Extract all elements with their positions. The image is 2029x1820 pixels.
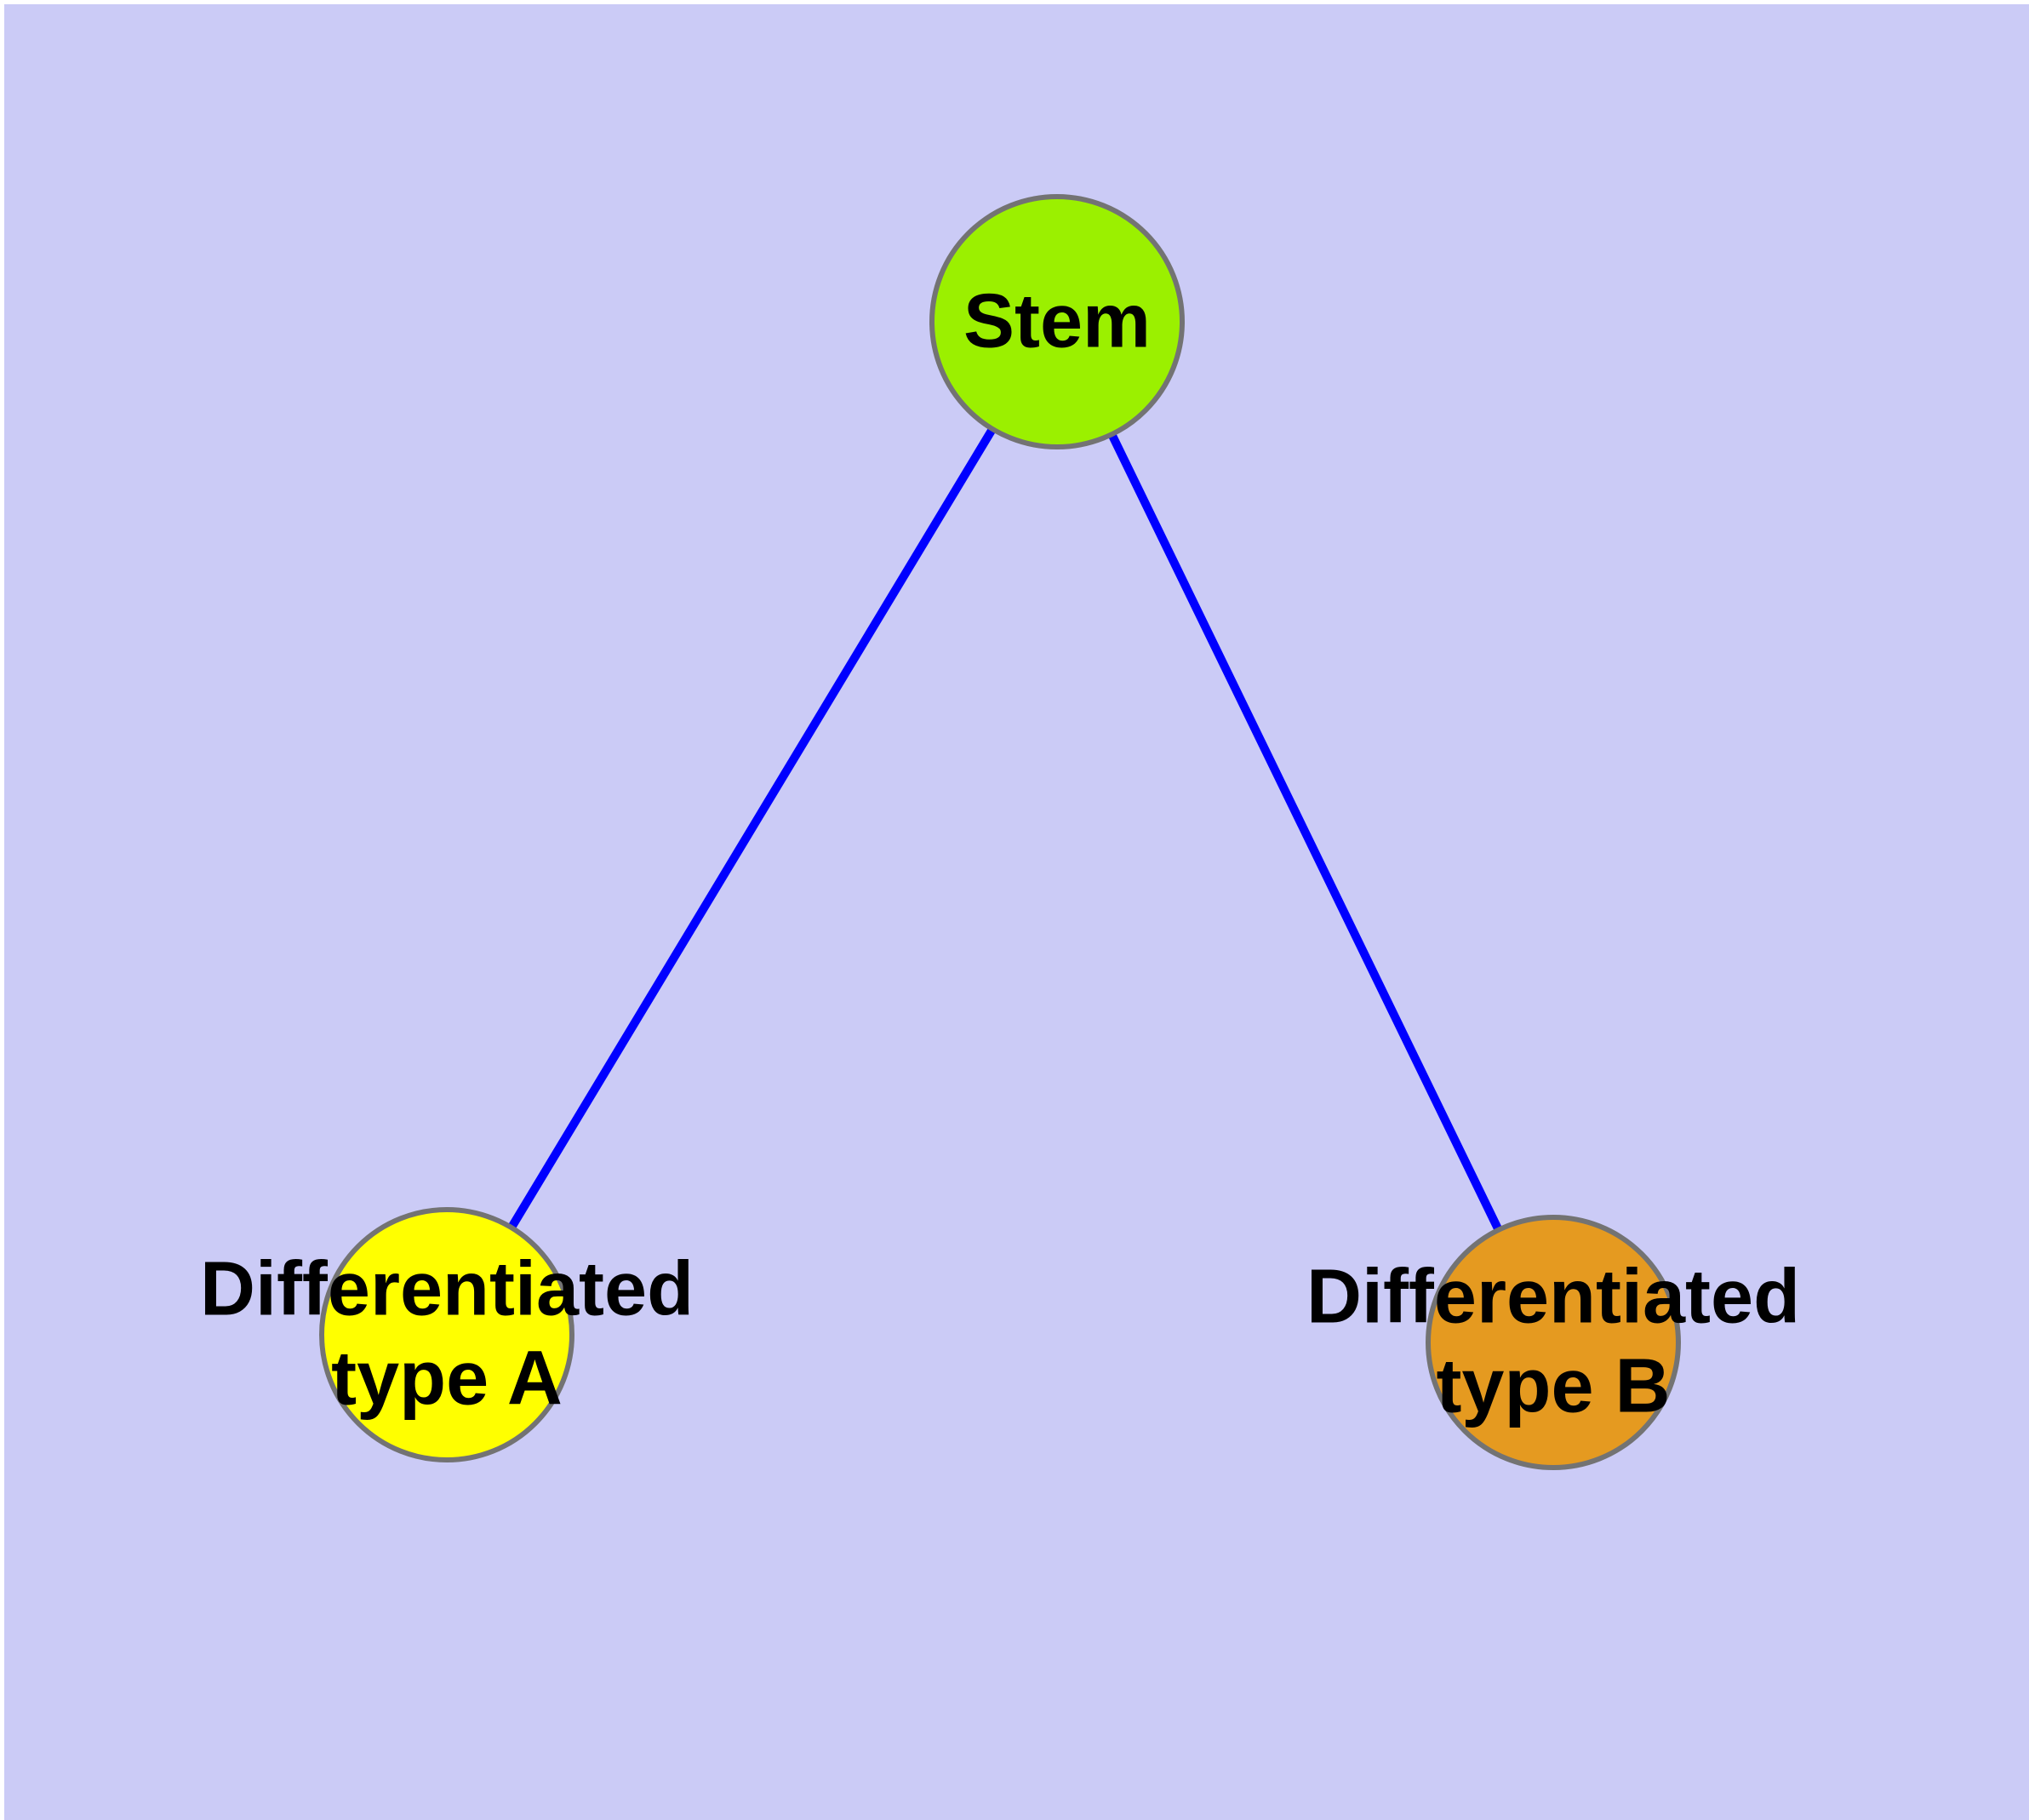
edge-stem-to-type-b <box>1053 319 1557 1345</box>
stem-circle <box>929 194 1185 449</box>
type-b-label: Differentiated type B <box>1306 1253 1800 1433</box>
type-a-label-line2: type A <box>331 1336 563 1422</box>
type-b-label-line1: Differentiated <box>1306 1254 1801 1340</box>
type-a-label-line1: Differentiated <box>199 1246 694 1332</box>
edges-layer <box>443 319 1557 1345</box>
stem-label: Stem <box>963 277 1151 366</box>
stem-label-text: Stem <box>963 278 1152 364</box>
edge-stem-to-type-a <box>443 319 1061 1337</box>
type-b-label-line2: type B <box>1436 1344 1671 1429</box>
graph-canvas: Stem Differentiated type A Differentiate… <box>4 4 2029 1820</box>
type-a-label: Differentiated type A <box>200 1245 694 1425</box>
type-b-circle <box>1426 1215 1681 1470</box>
type-a-circle <box>319 1207 574 1462</box>
